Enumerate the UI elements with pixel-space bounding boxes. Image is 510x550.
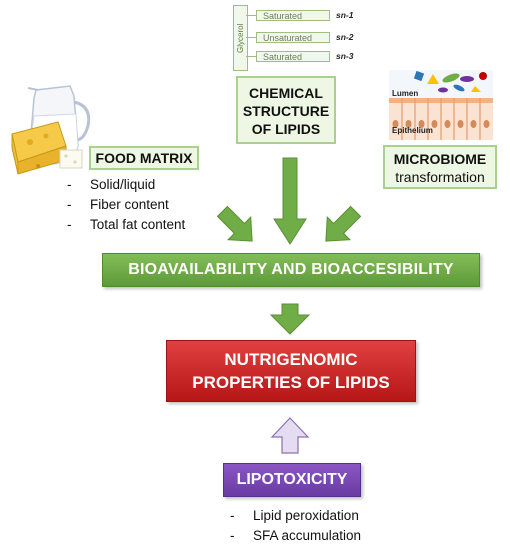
chain-sn3: Saturated <box>256 51 330 62</box>
list-item: -Solid/liquid <box>67 177 156 192</box>
chain-sn2: Unsaturated <box>256 32 330 43</box>
chemical-structure-box: CHEMICAL STRUCTURE OF LIPIDS <box>236 76 336 144</box>
bioavailability-title: BIOAVAILABILITY AND BIOACCESIBILITY <box>128 261 454 278</box>
chemical-structure-line1: CHEMICAL <box>249 85 323 101</box>
microbiome-title: MICROBIOME <box>393 151 487 167</box>
list-item: -Total fat content <box>67 217 186 232</box>
lipotoxicity-list: -Lipid peroxidation -SFA accumulation <box>230 506 361 546</box>
list-item: -Lipid peroxidation <box>230 508 359 523</box>
lipotoxicity-box: LIPOTOXICITY <box>223 463 361 497</box>
bacteria-icon <box>413 70 487 93</box>
arrow-to-nutrigenomic <box>269 303 311 335</box>
sn2-label: sn-2 <box>336 32 354 42</box>
nutrigenomic-box: NUTRIGENOMIC PROPERTIES OF LIPIDS <box>166 340 416 402</box>
arrow-chemical-structure <box>273 157 307 245</box>
microbiome-subtitle: transformation <box>395 169 485 185</box>
sn3-label: sn-3 <box>336 51 354 61</box>
list-item: -Fiber content <box>67 197 169 212</box>
sn1-label: sn-1 <box>336 10 354 20</box>
chain-connector <box>246 56 256 57</box>
lipotoxicity-title: LIPOTOXICITY <box>236 471 348 488</box>
epithelial-cells <box>389 98 493 140</box>
food-matrix-title: FOOD MATRIX <box>95 150 193 166</box>
chain-sn1: Saturated <box>256 10 330 21</box>
chemical-structure-line2: STRUCTURE <box>242 103 330 119</box>
dairy-illustration <box>11 85 91 175</box>
list-item: -SFA accumulation <box>230 528 362 543</box>
chain-connector <box>246 37 256 38</box>
nutrigenomic-line2: PROPERTIES OF LIPIDS <box>192 373 390 392</box>
epithelium-label: Epithelium <box>392 126 433 135</box>
arrow-from-lipotoxicity <box>270 417 310 454</box>
cheese-icon <box>11 121 83 175</box>
chain-connector <box>246 15 256 16</box>
bioavailability-box: BIOAVAILABILITY AND BIOACCESIBILITY <box>102 253 480 287</box>
nutrigenomic-line1: NUTRIGENOMIC <box>224 350 358 369</box>
arrow-microbiome <box>325 205 362 242</box>
arrow-food-matrix <box>216 205 253 242</box>
microbiome-box: MICROBIOME transformation <box>383 145 497 189</box>
food-matrix-list: -Solid/liquid -Fiber content -Total fat … <box>67 175 185 235</box>
gut-epithelium-illustration <box>389 70 493 140</box>
food-matrix-box: FOOD MATRIX <box>89 146 199 170</box>
chemical-structure-line3: OF LIPIDS <box>251 121 321 137</box>
lumen-label: Lumen <box>392 89 419 98</box>
